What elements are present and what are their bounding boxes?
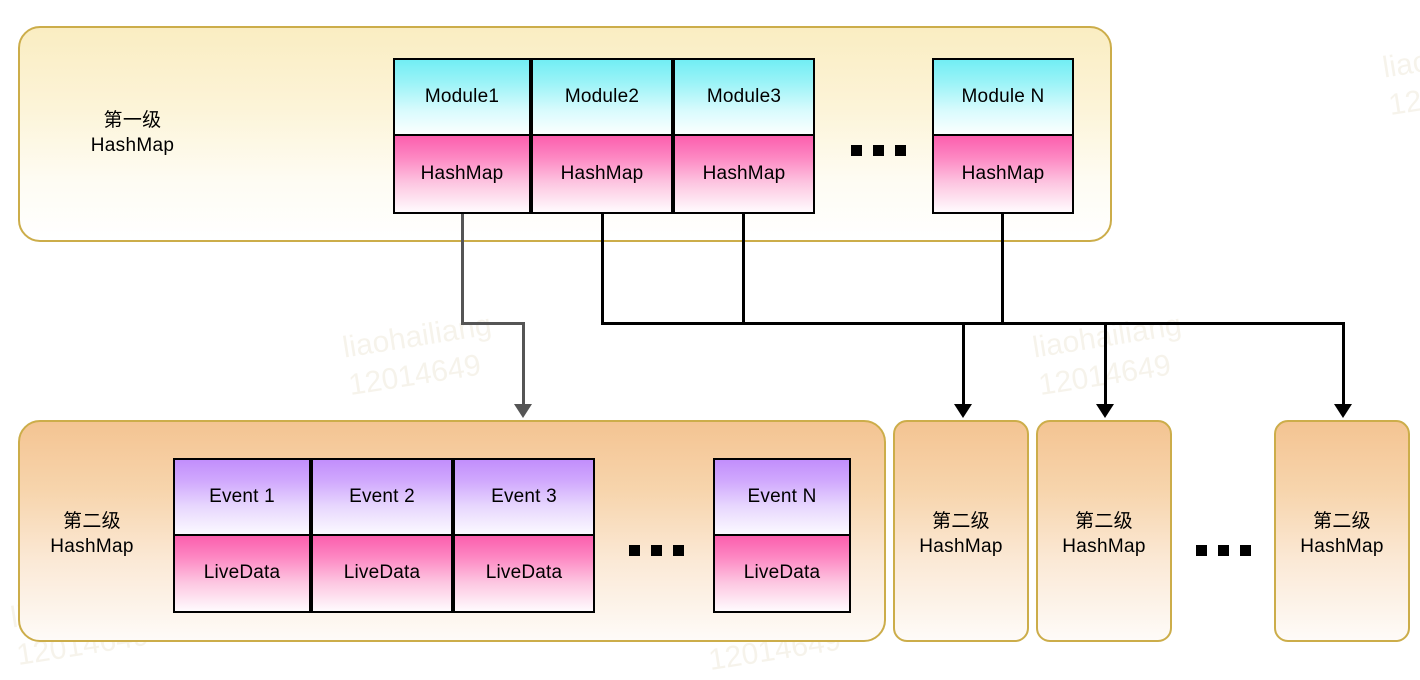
event-cell-3[interactable]: Event 3 LiveData xyxy=(453,458,595,613)
event-value-1: LiveData xyxy=(175,535,309,611)
connector-modulen-vertical xyxy=(1001,214,1004,325)
arrow-to-level2-map-1 xyxy=(954,404,972,418)
level2-label-1: 第二级 HashMap xyxy=(919,511,1003,558)
connector-module2-vertical xyxy=(601,214,604,325)
module-key-1: Module1 xyxy=(395,60,529,136)
level2-label-2: 第二级 HashMap xyxy=(1062,511,1146,558)
module-value-n: HashMap xyxy=(934,136,1072,212)
event-key-1: Event 1 xyxy=(175,460,309,536)
module-cell-1[interactable]: Module1 HashMap xyxy=(393,58,531,214)
event-cell-n[interactable]: Event N LiveData xyxy=(713,458,851,613)
level2-ellipsis-maps xyxy=(1196,545,1251,556)
connector-module1-drop xyxy=(522,322,525,412)
event-value-3: LiveData xyxy=(455,535,593,611)
level1-ellipsis xyxy=(851,145,906,156)
module-key-2: Module2 xyxy=(533,60,671,136)
event-cell-1[interactable]: Event 1 LiveData xyxy=(173,458,311,613)
connector-module3-vertical xyxy=(742,214,745,325)
level2-ellipsis-events xyxy=(629,545,684,556)
event-key-2: Event 2 xyxy=(313,460,451,536)
module-value-3: HashMap xyxy=(675,136,813,212)
event-cell-2[interactable]: Event 2 LiveData xyxy=(311,458,453,613)
connector-drop-3 xyxy=(1342,322,1345,412)
event-value-2: LiveData xyxy=(313,535,451,611)
level1-label: 第一级 HashMap xyxy=(90,110,175,157)
module-value-2: HashMap xyxy=(533,136,671,212)
connector-drop-2 xyxy=(1104,322,1107,412)
module-key-n: Module N xyxy=(934,60,1072,136)
module-key-3: Module3 xyxy=(675,60,813,136)
arrow-to-level2-map-3 xyxy=(1334,404,1352,418)
level2-container-2 xyxy=(1036,420,1172,642)
level2-container-1 xyxy=(893,420,1029,642)
event-key-n: Event N xyxy=(715,460,849,536)
event-value-n: LiveData xyxy=(715,535,849,611)
event-key-3: Event 3 xyxy=(455,460,593,536)
arrow-to-level2-main xyxy=(514,404,532,418)
arrow-to-level2-map-2 xyxy=(1096,404,1114,418)
level2-label-main: 第二级 HashMap xyxy=(50,511,134,558)
level2-container-3 xyxy=(1274,420,1410,642)
module-value-1: HashMap xyxy=(395,136,529,212)
connector-bus-horizontal xyxy=(601,322,1345,325)
module-cell-3[interactable]: Module3 HashMap xyxy=(673,58,815,214)
module-cell-2[interactable]: Module2 HashMap xyxy=(531,58,673,214)
level2-label-3: 第二级 HashMap xyxy=(1300,511,1384,558)
connector-module1-horizontal xyxy=(461,322,524,325)
connector-module1-vertical xyxy=(461,214,464,324)
module-cell-n[interactable]: Module N HashMap xyxy=(932,58,1074,214)
connector-drop-1 xyxy=(962,322,965,412)
